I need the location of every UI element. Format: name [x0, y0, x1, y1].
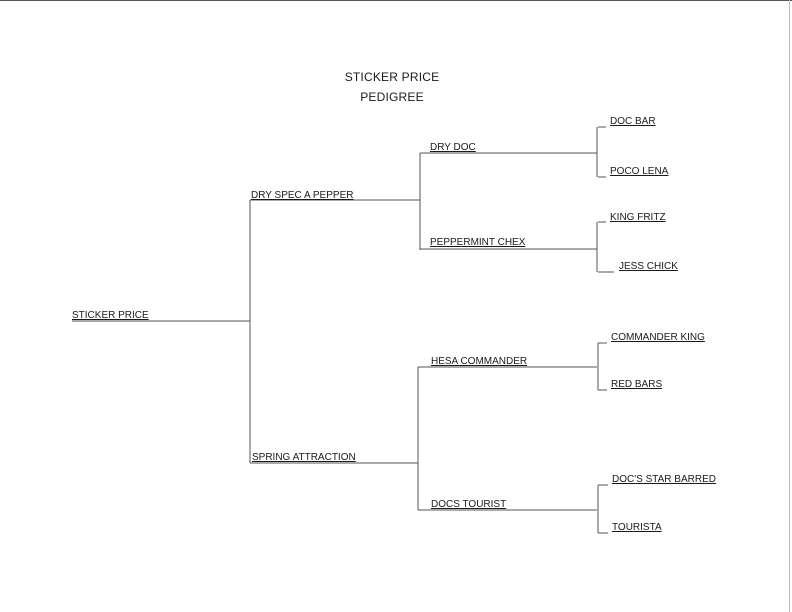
subject-name: STICKER PRICE [72, 310, 149, 321]
scan-edge [0, 0, 792, 1]
sire-sire-name: DRY DOC [430, 142, 476, 153]
scan-edge [789, 0, 790, 612]
great-grandparent-name: JESS CHICK [619, 261, 678, 272]
page-title: STICKER PRICE [344, 70, 440, 84]
sire-name: DRY SPEC A PEPPER [251, 190, 354, 201]
dam-name: SPRING ATTRACTION [252, 452, 356, 463]
great-grandparent-name: COMMANDER KING [611, 332, 705, 343]
great-grandparent-name: TOURISTA [612, 522, 662, 533]
great-grandparent-name: DOC BAR [610, 116, 656, 127]
sire-dam-name: PEPPERMINT CHEX [430, 237, 526, 248]
great-grandparent-name: RED BARS [611, 379, 663, 390]
dam-dam-name: DOCS TOURIST [431, 499, 507, 510]
great-grandparent-name: POCO LENA [610, 166, 669, 177]
dam-sire-name: HESA COMMANDER [431, 356, 528, 367]
page-subtitle: PEDIGREE [360, 90, 424, 104]
great-grandparent-name: DOC'S STAR BARRED [612, 474, 716, 485]
great-grandparent-name: KING FRITZ [610, 212, 666, 223]
